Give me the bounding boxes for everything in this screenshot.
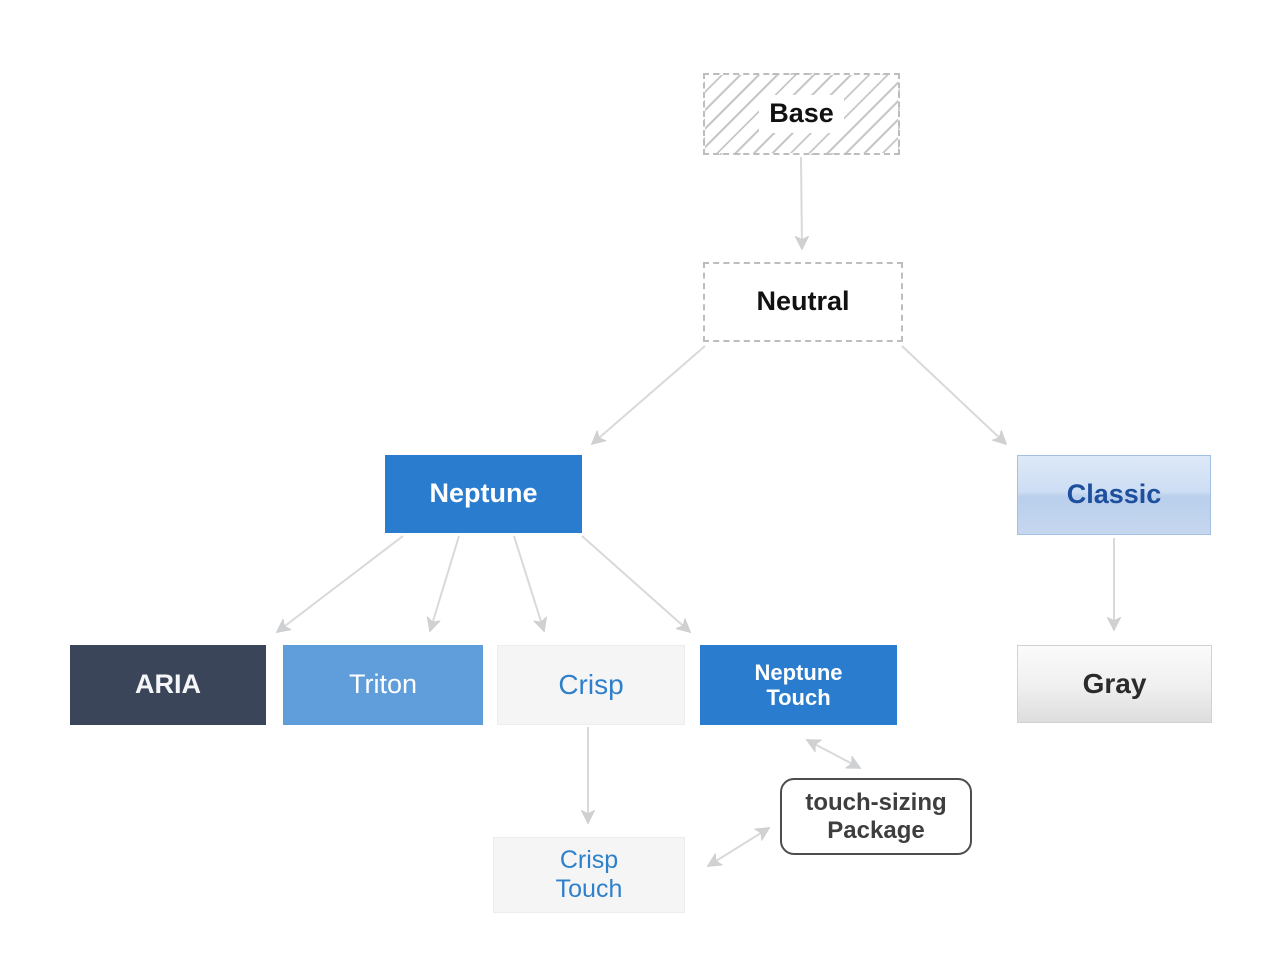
node-neptune-touch-line2: Touch [766,685,831,710]
node-neutral-label: Neutral [756,286,850,317]
edge-neutral-to-neptune [592,345,706,444]
edge-base-to-neutral [801,156,802,249]
node-crisp-touch-line2: Touch [555,875,623,903]
node-neptune-label: Neptune [429,478,538,509]
node-aria: ARIA [70,645,266,725]
edge-neptune-to-crisp [513,535,544,631]
node-classic: Classic [1017,455,1211,535]
node-crisp-touch: Crisp Touch [493,837,685,913]
node-base-label: Base [759,95,844,133]
node-neutral: Neutral [703,262,903,342]
node-neptune-touch-line1: Neptune [754,659,843,685]
edge-neptune-to-aria [277,535,404,632]
node-touch-sizing-line1: touch-sizing [805,788,947,816]
edge-neptune-touch-to-touch-sizing-package [807,739,860,769]
edge-neptune-to-triton [430,535,460,631]
edge-neptune-to-neptune-touch [581,535,690,632]
node-gray-label: Gray [1082,667,1147,699]
node-triton: Triton [283,645,483,725]
node-neptune-touch: Neptune Touch [700,645,897,725]
node-triton-label: Triton [348,669,417,700]
node-aria-label: ARIA [135,669,201,700]
node-touch-sizing-line2: Package [827,816,925,844]
node-touch-sizing-package: touch-sizing Package [780,778,972,855]
node-crisp: Crisp [497,645,685,725]
node-classic-label: Classic [1066,479,1162,510]
node-crisp-label: Crisp [558,668,624,700]
edge-crisp-touch-to-touch-sizing-package [708,827,769,867]
node-gray: Gray [1017,645,1212,723]
node-neptune: Neptune [385,455,582,533]
edge-neutral-to-classic [901,345,1006,444]
node-crisp-touch-line1: Crisp [559,846,619,875]
node-base: Base [703,73,900,155]
